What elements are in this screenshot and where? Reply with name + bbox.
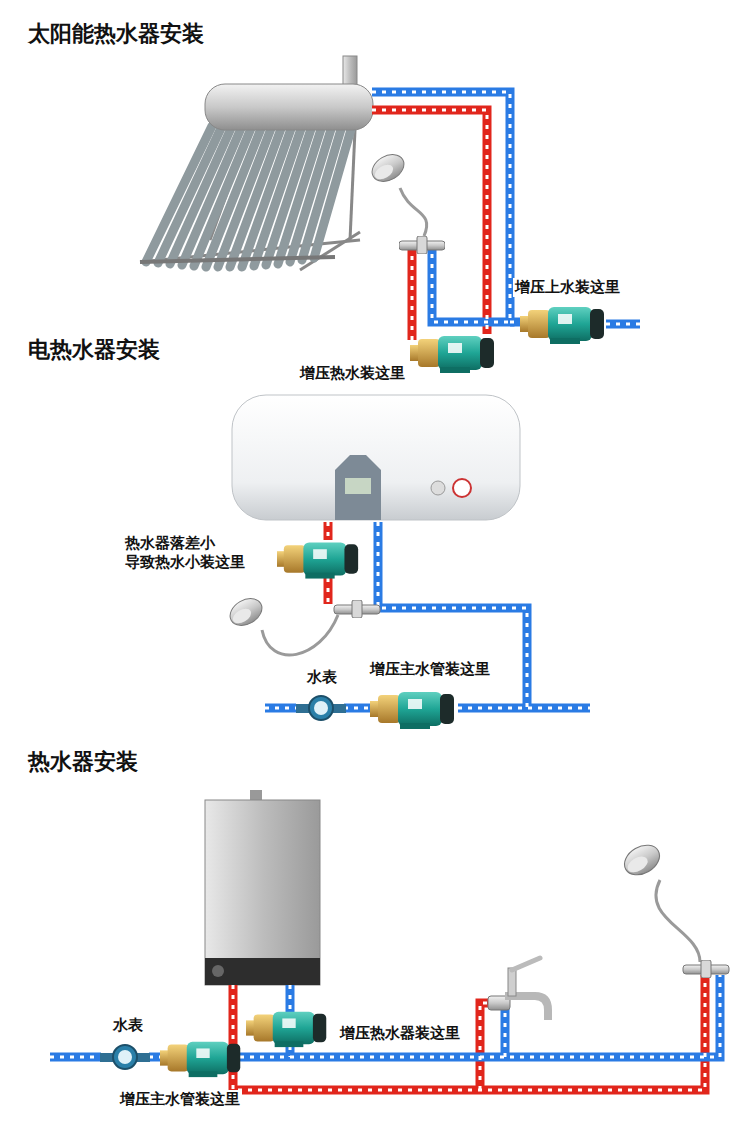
water-meter: [296, 696, 346, 720]
shower: [619, 839, 729, 978]
pump: [370, 692, 454, 729]
pump: [276, 542, 358, 578]
callout-label: 增压主水管装这里: [118, 1090, 242, 1109]
section-heading: 热水器安装: [26, 748, 140, 776]
callout-label: 增压热水装这里: [298, 364, 407, 383]
callout-label: 增压上水装这里: [513, 278, 622, 297]
shower: [367, 149, 445, 254]
hot-pipe: [233, 110, 705, 1090]
section-heading: 电热水器安装: [26, 336, 162, 364]
section-heading: 太阳能热水器安装: [26, 20, 206, 48]
callout-label: 水表: [305, 668, 339, 687]
callout-label: 热水器落差小 导致热水小装这里: [123, 534, 277, 572]
pump: [246, 1012, 326, 1047]
pump: [160, 1042, 240, 1077]
cold-pipe: [50, 92, 720, 1057]
electric-heater: [232, 395, 520, 520]
callout-label: 水表: [111, 1016, 145, 1035]
pump: [520, 307, 604, 344]
flow-arrows: [50, 92, 720, 1090]
callout-label: 增压热水器装这里: [338, 1024, 462, 1043]
pump: [410, 336, 494, 373]
faucet: [488, 958, 548, 1020]
gas-heater: [205, 790, 320, 985]
solar-heater: [140, 56, 373, 270]
shower: [225, 593, 380, 655]
water-meter: [100, 1045, 150, 1069]
callout-label: 增压主水管装这里: [368, 660, 492, 679]
